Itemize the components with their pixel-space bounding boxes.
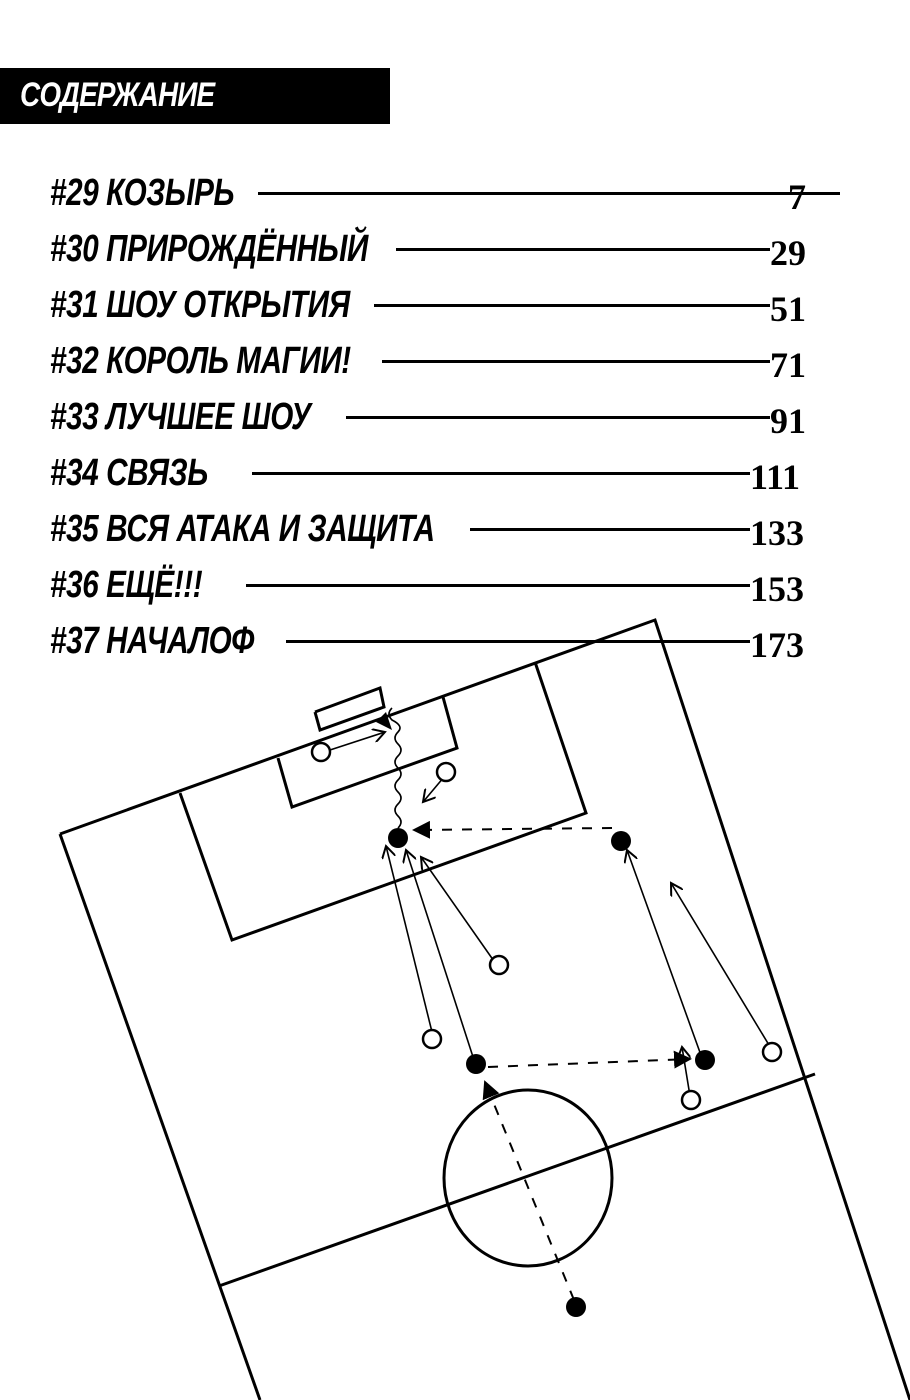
movement-arrows [329,732,773,1097]
toc-leader-line [252,472,750,475]
toc-entry[interactable]: #37 НАЧАЛОФ 173 [50,620,820,670]
pass-arrow [487,1050,692,1069]
toc-entry-title: #34 СВЯЗЬ [50,452,208,494]
toc-leader-line [396,248,770,251]
toc-leader-line [286,640,750,643]
toc-entry-page: 29 [770,233,806,273]
halfway-line [218,1072,816,1288]
attacker-player-icon [695,1050,715,1070]
toc-entry-title: #36 ЕЩЁ!!! [50,564,203,606]
defending-players [310,741,783,1111]
toc-entry[interactable]: #32 КОРОЛЬ МАГИИ! 71 [50,340,820,390]
toc-entry-title: #29 КОЗЫРЬ [50,172,235,214]
penalty-area [178,661,588,942]
toc-entry[interactable]: #30 ПРИРОЖДЁННЫЙ 29 [50,228,820,278]
defender-player-icon [680,1089,702,1111]
toc-entry-title: #37 НАЧАЛОФ [50,620,255,662]
shot-arrowhead-icon [376,712,392,730]
toc-entry-page: 173 [750,625,804,665]
run-arrow [682,1047,690,1097]
toc-entry[interactable]: #31 ШОУ ОТКРЫТИЯ 51 [50,284,820,334]
contents-title: СОДЕРЖАНИЕ [20,76,215,114]
run-arrow [406,850,475,1061]
toc-leader-line [374,304,770,307]
toc-entry-page: 111 [750,457,801,497]
toc-leader-line [346,416,770,419]
run-arrow [423,776,445,802]
defender-player-icon [421,1028,443,1050]
defender-player-icon [310,741,332,763]
toc-entry-title: #32 КОРОЛЬ МАГИИ! [50,340,351,382]
toc-entry[interactable]: #36 ЕЩЁ!!! 153 [50,564,820,614]
toc-entry-title: #30 ПРИРОЖДЁННЫЙ [50,228,368,270]
goal-area [276,696,459,809]
toc-entry-page: 133 [750,513,804,553]
field-outer-boundary [59,618,910,1400]
toc-leader-line [246,584,750,587]
run-arrow [329,732,385,751]
goal [313,685,386,732]
toc-entry-page: 71 [770,345,806,385]
run-arrow [421,857,497,965]
run-arrow [627,850,703,1059]
field-lines [58,618,910,1400]
toc-entry[interactable]: #35 ВСЯ АТАКА И ЗАЩИТА 133 [50,508,820,558]
toc-entry-page: 91 [770,401,806,441]
toc-leader-line [258,192,840,195]
run-arrow [386,846,433,1033]
attacking-players [388,828,715,1317]
toc-leader-line [470,528,750,531]
contents-header: СОДЕРЖАНИЕ [0,68,390,124]
toc-entry-title: #35 ВСЯ АТАКА И ЗАЩИТА [50,508,435,550]
toc-entry[interactable]: #34 СВЯЗЬ 111 [50,452,820,502]
toc-entry[interactable]: #33 ЛУЧШЕЕ ШОУ 91 [50,396,820,446]
pass-arrow [412,820,613,839]
attacker-player-icon [611,831,631,851]
toc-entry-page: 7 [788,177,806,217]
toc-entry-page: 51 [770,289,806,329]
dribble-shot-line [388,707,402,829]
attacker-player-icon [466,1054,486,1074]
toc-leader-line [382,360,770,363]
toc-entry-title: #33 ЛУЧШЕЕ ШОУ [50,396,311,438]
attacker-player-icon [388,828,408,848]
pass-lines [412,820,692,1301]
defender-player-icon [761,1041,783,1063]
toc-entry-title: #31 ШОУ ОТКРЫТИЯ [50,284,350,326]
run-arrow [671,883,773,1051]
defender-player-icon [488,954,510,976]
field-left-touchline [58,833,262,1400]
toc-entry-page: 153 [750,569,804,609]
center-circle [442,1088,614,1268]
attacker-player-icon [566,1297,586,1317]
toc-entry[interactable]: #29 КОЗЫРЬ 7 [50,172,840,222]
defender-player-icon [435,761,457,783]
